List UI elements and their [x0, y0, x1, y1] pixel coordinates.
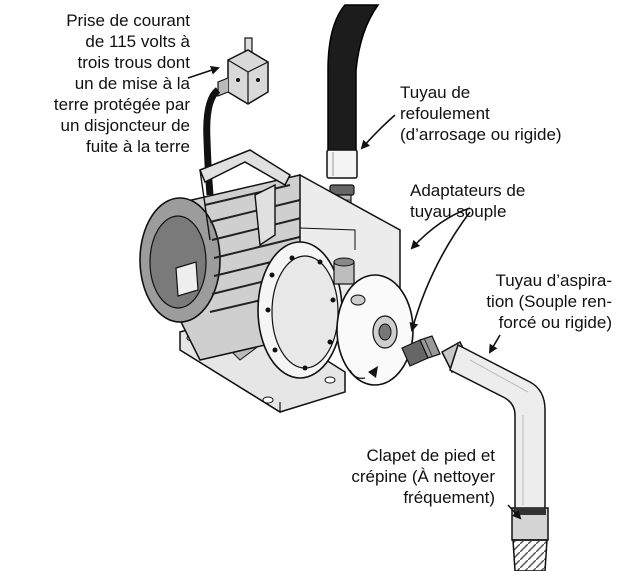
- suction-label: Tuyau d’aspira- tion (Souple ren- forcé …: [452, 270, 612, 333]
- foot-valve-arrow: [507, 504, 522, 520]
- jet-pump-illustration: [139, 149, 414, 414]
- foot-valve-label: Clapet de pied et crépine (À nettoyer fr…: [300, 445, 495, 508]
- discharge-hose-icon: [326, 4, 380, 212]
- outlet-label-line: trois trous dont: [77, 53, 190, 72]
- adapter-arrow-lower: [409, 211, 471, 332]
- adapter-arrow-upper: [410, 207, 471, 250]
- discharge-arrow: [360, 114, 396, 150]
- outlet-label-line: de 115 volts à: [85, 32, 190, 51]
- outlet-arrow: [187, 65, 220, 79]
- adapters-label: Adaptateurs de tuyau souple: [410, 180, 525, 222]
- adapters-label-line: tuyau souple: [410, 202, 507, 221]
- foot-valve-label-line: crépine (À nettoyer: [351, 467, 495, 486]
- outlet-label-line: Prise de courant: [66, 11, 190, 30]
- suction-label-line: Tuyau d’aspira-: [495, 271, 612, 290]
- suction-label-line: forcé ou rigide): [498, 313, 612, 332]
- outlet-label-line: fuite à la terre: [86, 137, 190, 156]
- foot-valve-strainer-icon: [511, 507, 549, 571]
- outlet-label: Prise de courant de 115 volts à trois tr…: [2, 10, 190, 157]
- suction-pipe-icon: [441, 340, 546, 511]
- discharge-label-line: Tuyau de: [400, 83, 471, 102]
- leader-arrows: [187, 65, 522, 520]
- hose-adapter-icon: [401, 335, 441, 367]
- adapters-label-line: Adaptateurs de: [410, 181, 526, 200]
- suction-arrow: [488, 334, 501, 354]
- discharge-label: Tuyau de refoulement (d’arrosage ou rigi…: [400, 82, 562, 145]
- discharge-label-line: refoulement: [400, 104, 490, 123]
- outlet-label-line: un de mise à la: [74, 74, 190, 93]
- foot-valve-label-line: fréquement): [403, 488, 495, 507]
- outlet-label-line: un disjoncteur de: [60, 116, 190, 135]
- outlet-label-line: terre protégée par: [53, 95, 190, 114]
- foot-valve-label-line: Clapet de pied et: [366, 446, 495, 465]
- discharge-label-line: (d’arrosage ou rigide): [400, 125, 562, 144]
- suction-label-line: tion (Souple ren-: [486, 292, 612, 311]
